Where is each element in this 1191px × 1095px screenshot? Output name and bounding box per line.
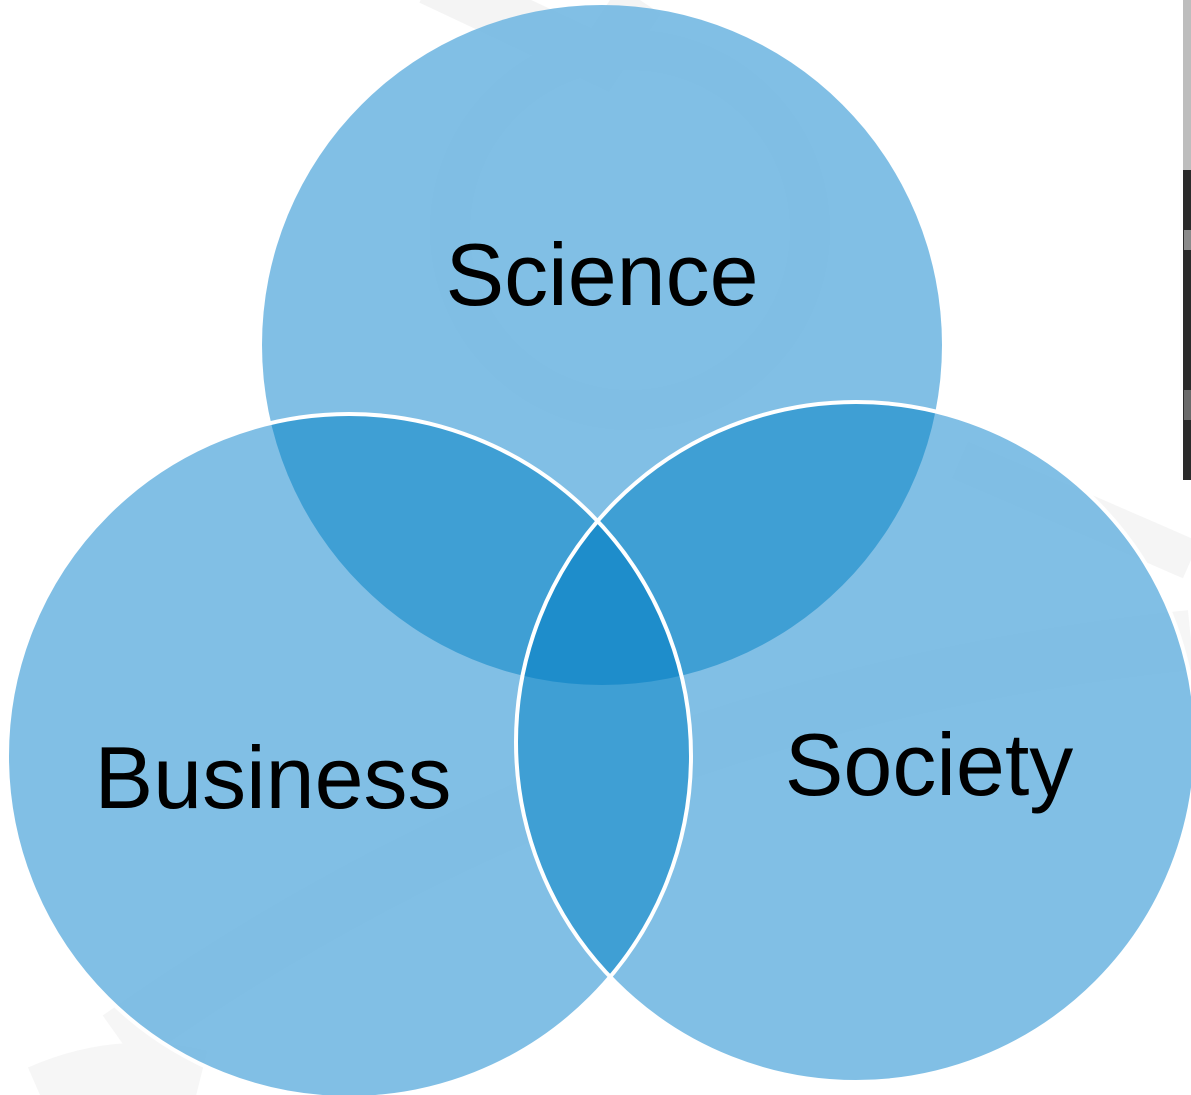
society-label: Society xyxy=(785,715,1074,814)
science-label: Science xyxy=(445,225,758,324)
business-circle-outline xyxy=(5,412,693,1095)
science-business-overlap xyxy=(262,414,691,685)
society-circle-outline xyxy=(514,400,1191,1084)
science-society-overlap xyxy=(516,402,942,685)
photo-edge-fragment xyxy=(1183,0,1191,480)
business-label: Business xyxy=(94,728,451,827)
